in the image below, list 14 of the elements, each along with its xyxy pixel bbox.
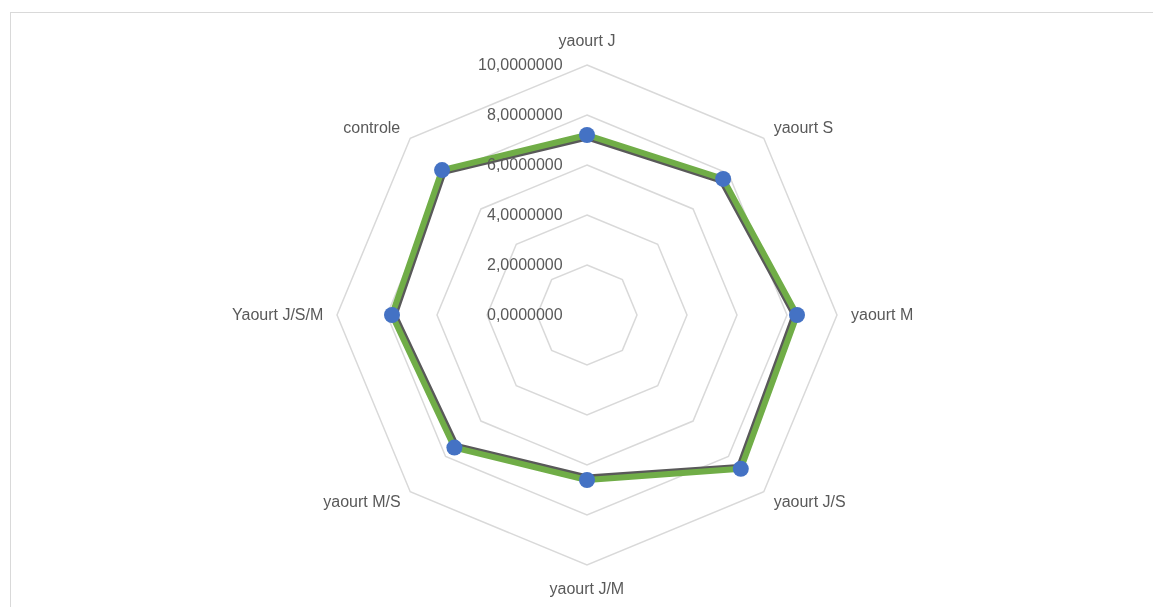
category-label: yaourt J/S [773,492,846,511]
category-label: yaourt J/M [549,580,625,598]
axis-tick-label: 0,0000000 [487,306,563,324]
axis-tick-label: 6,0000000 [487,156,563,174]
category-label: yaourt S [773,119,834,138]
category-label: yaourt J [558,32,616,50]
category-label: Yaourt J/S/M [232,306,324,324]
axis-tick-label: 10,0000000 [478,56,563,74]
category-label: controle [343,119,401,138]
axis-tick-label: 4,0000000 [487,206,563,224]
category-label: yaourt M [851,306,914,324]
axis-tick-label: 2,0000000 [487,256,563,274]
category-label: yaourt M/S [323,492,401,511]
axis-tick-label: 8,0000000 [487,106,563,124]
